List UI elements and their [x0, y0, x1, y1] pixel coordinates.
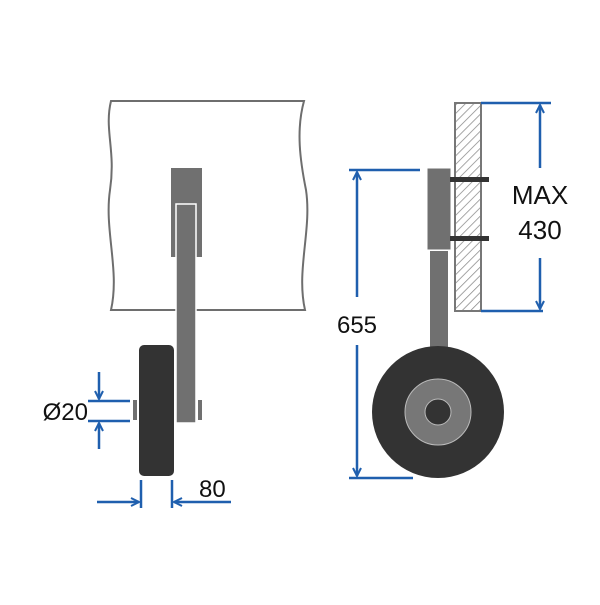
wheel-width-dimension	[97, 480, 231, 508]
transom-section	[454, 102, 482, 312]
wheel-width-label: 80	[199, 476, 226, 503]
axle-diameter-label: Ø20	[43, 399, 88, 426]
axle-stub-right	[198, 400, 202, 420]
mount-bracket-side	[426, 167, 452, 251]
clamp-range-label-value: 430	[518, 215, 561, 245]
clamp-upper	[450, 177, 489, 182]
clamp-lower	[450, 236, 489, 241]
leg-tube	[430, 251, 448, 347]
clamp-range-label-max: MAX	[512, 180, 568, 210]
wheel-axle-hole	[424, 398, 452, 426]
total-height-dimension	[349, 168, 420, 480]
clamp-range-dimension	[481, 101, 551, 313]
wheel-side	[139, 345, 174, 476]
front-view: Ø20 80	[43, 100, 309, 508]
leg-bar	[175, 203, 197, 424]
total-height-label: 655	[337, 312, 377, 339]
axle-stub-left	[133, 400, 137, 420]
axle-diameter-dimension	[88, 372, 130, 449]
transom-panel	[107, 100, 309, 311]
side-view: 655 MAX 430	[337, 101, 568, 480]
